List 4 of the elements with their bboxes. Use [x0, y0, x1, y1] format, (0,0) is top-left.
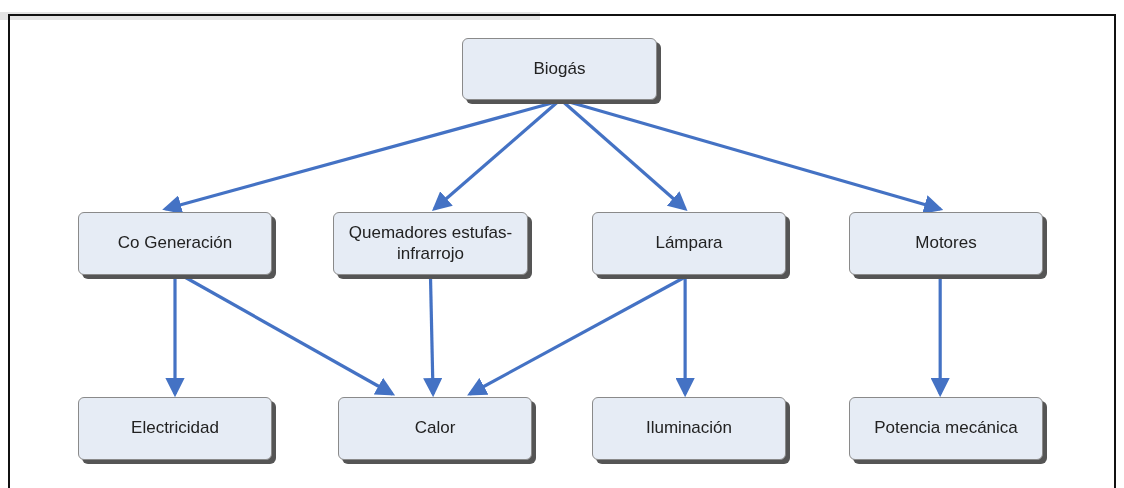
arrow: [675, 277, 695, 398]
arrow: [930, 277, 950, 398]
arrow: [165, 277, 185, 398]
arrow: [423, 276, 443, 398]
